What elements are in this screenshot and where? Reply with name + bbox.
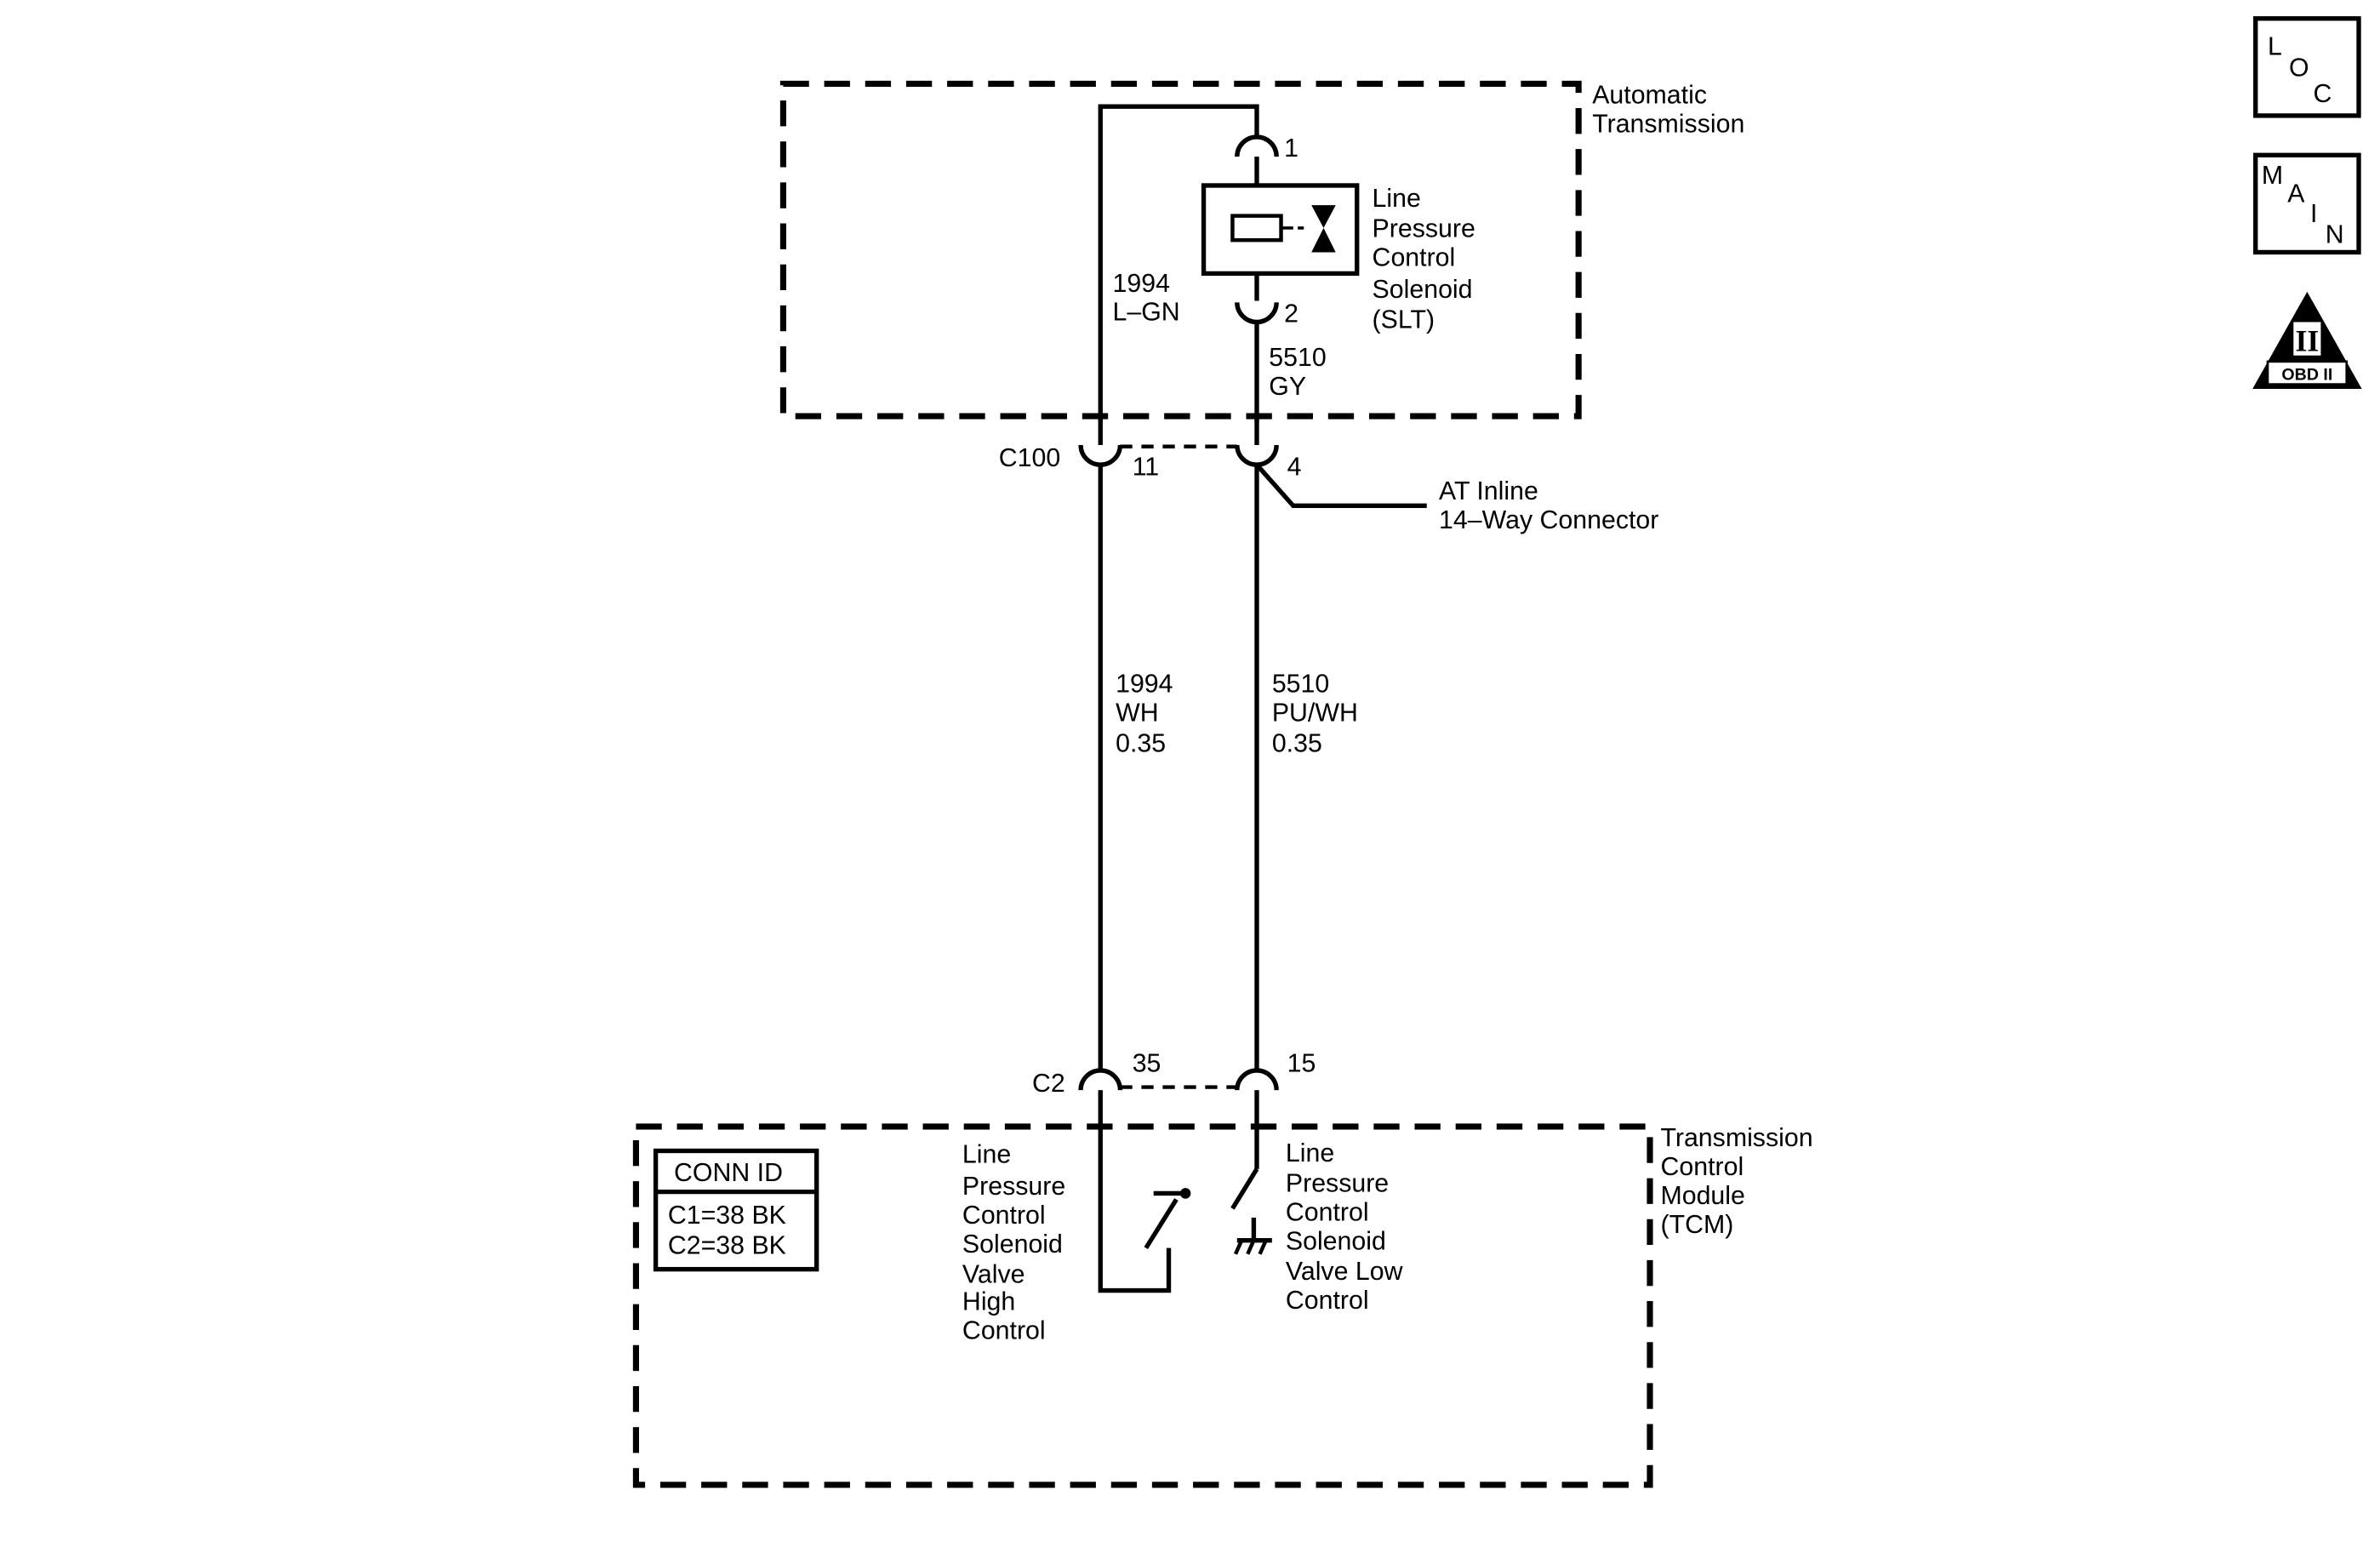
valve-icon (1311, 205, 1336, 253)
wire-right-upper-circuit: 5510 (1269, 344, 1326, 372)
high-control-label-line5: Valve (962, 1261, 1025, 1289)
inline-connector-label-line1: AT Inline (1439, 477, 1538, 505)
high-control-label-line2: Pressure (962, 1173, 1065, 1201)
wire-left-lower-circuit: 1994 (1116, 671, 1173, 699)
low-control-label-line3: Control (1286, 1199, 1369, 1227)
automatic-transmission-label-line1: Automatic (1592, 82, 1707, 110)
main-icon-letter-1: M (2262, 162, 2283, 190)
c2-left-connector (1078, 1068, 1123, 1091)
inline-connector-leader (1254, 463, 1427, 509)
high-control-label-line6: High (962, 1288, 1015, 1316)
inline-connector-label-line2: 14–Way Connector (1439, 506, 1658, 534)
wire-left-lower-gauge: 0.35 (1116, 729, 1166, 757)
solenoid-pin2-label: 2 (1284, 300, 1298, 328)
high-control-switch-wire (1098, 1126, 1172, 1293)
high-control-switch-dot (1179, 1188, 1191, 1199)
c100-left-connector (1078, 444, 1123, 467)
c100-pin-right-label: 4 (1287, 454, 1302, 482)
solenoid-coil-icon (1230, 214, 1283, 243)
loc-icon-letter-3: C (2314, 80, 2332, 108)
ground-icon-tick3 (1258, 1239, 1268, 1255)
tcm-label-line2: Control (1660, 1153, 1744, 1181)
c2-pin-left-label: 35 (1133, 1050, 1161, 1078)
c2-pin-right-label: 15 (1287, 1050, 1316, 1078)
conn-id-row2: C2=38 BK (668, 1232, 786, 1260)
automatic-transmission-label-line2: Transmission (1592, 111, 1744, 139)
wire-right-upper-color: GY (1269, 373, 1306, 401)
main-icon-letter-3: I (2310, 200, 2317, 228)
loc-icon[interactable]: L O C (2253, 16, 2361, 118)
high-control-label-line4: Solenoid (962, 1230, 1063, 1259)
solenoid-label-line2: Pressure (1373, 215, 1475, 243)
c100-pin-left-label: 11 (1133, 454, 1159, 482)
solenoid-label-line3: Control (1373, 244, 1456, 272)
wire-left-lower-color: WH (1116, 699, 1159, 728)
automatic-transmission-boundary (779, 80, 1582, 420)
wire-1994-lgn (1098, 104, 1259, 423)
high-control-switch-arm (1144, 1198, 1179, 1250)
obd-icon-numeral: II (2295, 323, 2319, 357)
conn-id-box (653, 1148, 819, 1272)
solenoid-label-line5: (SLT) (1373, 306, 1435, 334)
low-control-label-line1: Line (1286, 1139, 1334, 1167)
high-control-label-line7: Control (962, 1317, 1046, 1345)
wire-right-lower-circuit: 5510 (1272, 671, 1329, 699)
wire-right-lower-color: PU/WH (1272, 699, 1358, 728)
low-control-label-line2: Pressure (1286, 1170, 1389, 1198)
low-control-label-line6: Control (1286, 1287, 1369, 1315)
loc-icon-letter-2: O (2289, 54, 2309, 83)
wire-left-upper-color: L–GN (1113, 299, 1180, 327)
c2-label: C2 (1032, 1070, 1065, 1098)
high-control-label-line1: Line (962, 1141, 1011, 1169)
solenoid-pin2-connector (1235, 302, 1279, 325)
main-icon-letter-4: N (2326, 221, 2344, 249)
tcm-boundary (632, 1123, 1653, 1488)
ground-icon-tick2 (1246, 1239, 1256, 1255)
solenoid-pin1-label: 1 (1284, 134, 1298, 163)
low-control-label-line4: Solenoid (1286, 1227, 1386, 1255)
solenoid-pin1-connector (1235, 134, 1279, 157)
tcm-label-line4: (TCM) (1660, 1211, 1733, 1239)
ground-icon-tick1 (1233, 1239, 1244, 1255)
low-control-switch-arm (1230, 1167, 1259, 1210)
c100-label: C100 (999, 444, 1060, 472)
obd-icon-label: OBD II (2281, 365, 2332, 384)
solenoid-label-line1: Line (1373, 185, 1421, 213)
high-control-label-line3: Control (962, 1202, 1046, 1230)
obd-ii-icon[interactable]: II OBD II (2252, 291, 2362, 389)
loc-icon-letter-1: L (2268, 33, 2282, 61)
wire-right-lower-gauge: 0.35 (1272, 729, 1322, 757)
conn-id-row1: C1=38 BK (668, 1202, 786, 1230)
wire-left-upper-circuit: 1994 (1113, 270, 1170, 298)
c2-right-connector (1235, 1068, 1279, 1091)
tcm-label-line1: Transmission (1660, 1124, 1812, 1152)
c100-right-connector (1235, 444, 1279, 467)
solenoid-label-line4: Solenoid (1373, 276, 1473, 304)
conn-id-title: CONN ID (674, 1159, 783, 1187)
low-control-label-line5: Valve Low (1286, 1258, 1403, 1286)
tcm-label-line3: Module (1660, 1182, 1744, 1210)
main-icon[interactable]: M A I N (2253, 152, 2361, 255)
main-icon-letter-2: A (2287, 180, 2305, 208)
